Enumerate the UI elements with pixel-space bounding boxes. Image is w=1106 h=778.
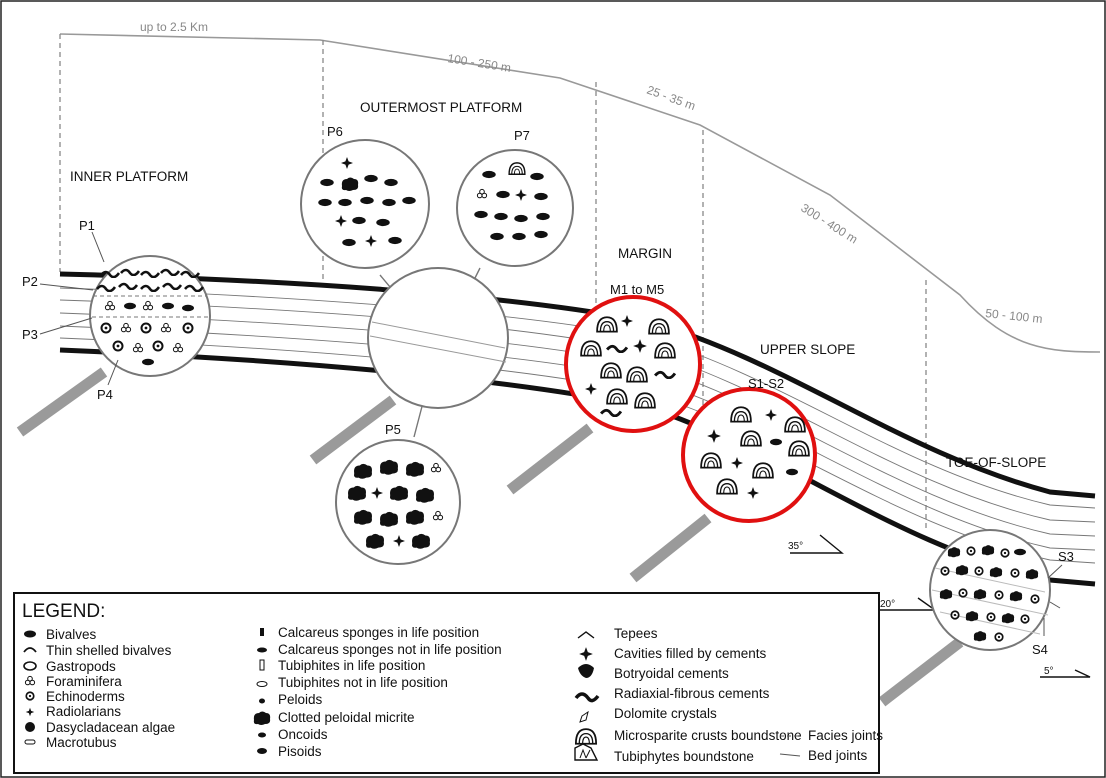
zone-margin: MARGIN — [618, 246, 672, 261]
legend-radiolarians: Radiolarians — [46, 704, 121, 719]
legend-gastropods: Gastropods — [46, 659, 116, 674]
sample-p5: P5 — [385, 422, 401, 437]
zone-inner-platform: INNER PLATFORM — [70, 169, 188, 184]
legend-tepees: Tepees — [614, 626, 658, 641]
legend-macrotubus: Macrotubus — [46, 735, 117, 750]
sample-s3: S3 — [1058, 549, 1074, 564]
legend-cavities-filled: Cavities filled by cements — [614, 646, 767, 661]
sample-p2: P2 — [22, 274, 38, 289]
legend-botryoidal-cements: Botryoidal cements — [614, 666, 729, 681]
sample-s4: S4 — [1032, 642, 1048, 657]
distance-label-4: 300 - 400 m — [798, 201, 860, 247]
legend-bed-joints: Bed joints — [808, 748, 868, 763]
legend: LEGEND: Bivalves Thin shelled bivalves G… — [14, 593, 883, 773]
legend-bivalves: Bivalves — [46, 627, 97, 642]
legend-echinoderms: Echinoderms — [46, 689, 125, 704]
legend-dasycladacean-algae: Dasycladacean algae — [46, 720, 175, 735]
legend-foraminifera: Foraminifera — [46, 674, 122, 689]
svg-text:35°: 35° — [788, 541, 803, 552]
outermost-platform-circles — [301, 140, 573, 564]
sample-s1-s2: S1-S2 — [748, 376, 784, 391]
distance-label-1: up to 2.5 Km — [140, 20, 208, 34]
legend-tubiphites-life-position: Tubiphites in life position — [278, 658, 425, 673]
legend-sponges-life-position: Calcareus sponges in life position — [278, 625, 479, 640]
toe-of-slope-circle — [930, 530, 1050, 650]
legend-oncoids: Oncoids — [278, 727, 328, 742]
legend-tubiphytes-boundstone: Tubiphytes boundstone — [614, 749, 754, 764]
zone-upper-slope: UPPER SLOPE — [760, 342, 855, 357]
svg-text:5°: 5° — [1044, 666, 1054, 677]
margin-circle — [566, 297, 700, 431]
sample-p4: P4 — [97, 387, 113, 402]
upper-slope-circle — [683, 389, 815, 521]
slope-angle-20: 20° — [880, 598, 935, 610]
legend-facies-joints: Facies joints — [808, 728, 883, 743]
sample-p7: P7 — [514, 128, 530, 143]
legend-clotted-peloidal-micrite: Clotted peloidal micrite — [278, 710, 415, 725]
legend-peloids: Peloids — [278, 692, 323, 707]
legend-thin-shelled-bivalves: Thin shelled bivalves — [46, 643, 172, 658]
sample-m1-to-m5: M1 to M5 — [610, 282, 664, 297]
distance-label-5: 50 - 100 m — [985, 306, 1044, 326]
legend-sponges-not-life-position: Calcareus sponges not in life position — [278, 642, 502, 657]
legend-title: LEGEND: — [22, 601, 105, 622]
zone-outermost-platform: OUTERMOST PLATFORM — [360, 100, 522, 115]
legend-pisoids: Pisoids — [278, 744, 322, 759]
legend-dolomite-crystals: Dolomite crystals — [614, 706, 717, 721]
inner-platform-circle — [90, 256, 210, 376]
slope-angle-5: 5° — [1040, 666, 1090, 677]
svg-text:20°: 20° — [880, 599, 895, 610]
distance-label-2: 100 - 250 m — [447, 51, 512, 75]
sediment-body — [60, 274, 1095, 584]
sample-p3: P3 — [22, 327, 38, 342]
sample-p6: P6 — [327, 124, 343, 139]
slope-angle-35: 35° — [788, 535, 842, 553]
legend-microsparite-crusts: Microsparite crusts boundstone — [614, 728, 802, 743]
legend-tubiphites-not-life-position: Tubiphites not in life position — [278, 675, 448, 690]
sample-p1: P1 — [79, 218, 95, 233]
legend-radiaxial-fibrous-cements: Radiaxial-fibrous cements — [614, 686, 770, 701]
